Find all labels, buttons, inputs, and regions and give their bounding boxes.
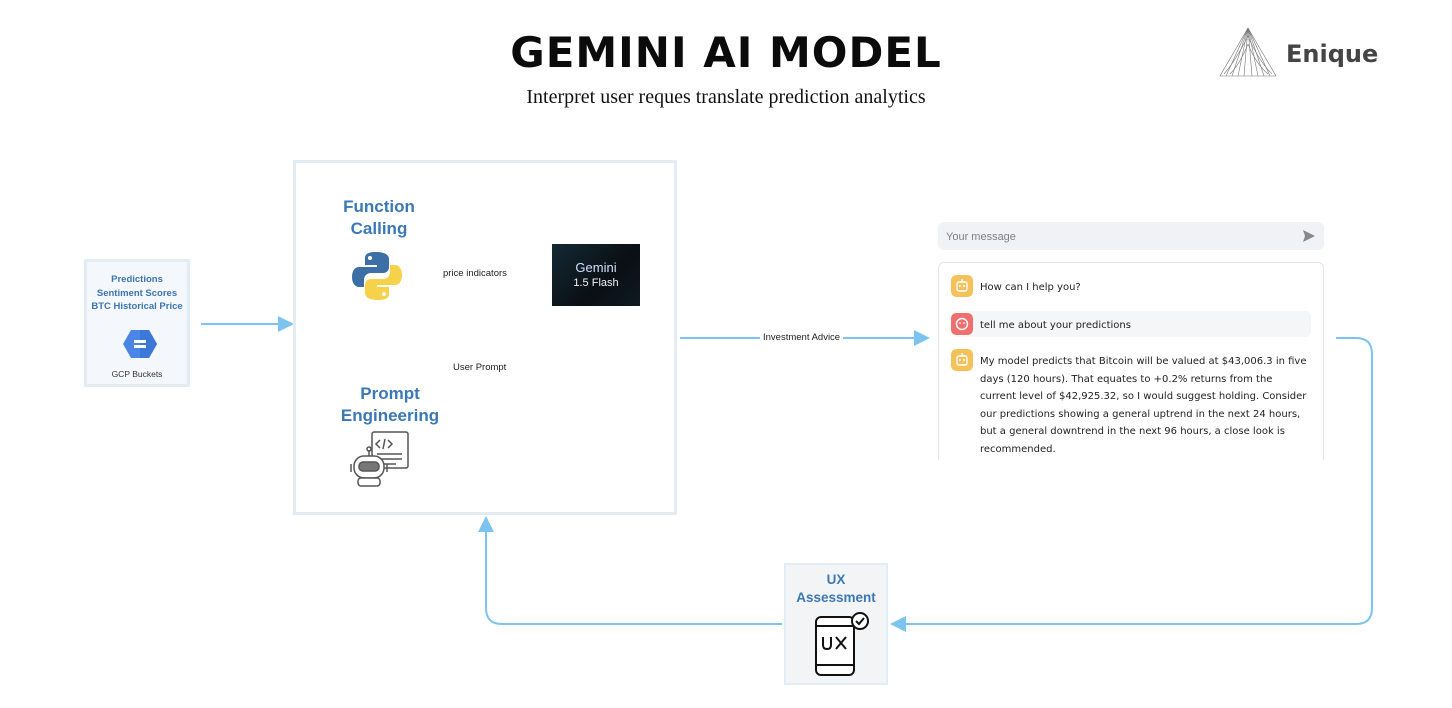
message-text: tell me about your predictions [980,320,1131,331]
enique-logo-icon [1219,27,1277,77]
message-text: My model predicts that Bitcoin will be v… [980,356,1307,455]
edge-label-investment-advice: Investment Advice [760,332,844,343]
data-source-box: Predictions Sentiment Scores BTC Histori… [84,259,190,387]
gemini-badge: Gemini 1.5 Flash [552,244,640,306]
source-sentiment: Sentiment Scores [96,288,178,299]
gcp-buckets-icon [123,330,157,358]
robot-code-icon [350,431,409,487]
arrow-chat-to-ux [890,337,1373,632]
arrow-ux-to-model [478,516,782,625]
ux-assessment-title: UX Assessment [796,572,876,605]
function-calling-title: Function Calling [343,197,415,238]
prompt-engineering-title: Prompt Engineering [340,384,440,425]
page-title: GEMINI AI MODEL [510,28,942,77]
source-btc-price: BTC Historical Price [91,301,183,312]
send-icon[interactable] [1302,229,1316,243]
user-avatar-icon [951,313,973,335]
chat-message-assistant: How can I help you? [951,275,1311,299]
chat-message-user: tell me about your predictions [951,311,1311,337]
gemini-version: 1.5 Flash [573,277,619,289]
brand-name: Enique [1286,40,1379,68]
python-logo-icon [352,252,402,300]
chat-panel: How can I help you? tell me about your p… [938,262,1324,460]
ux-assessment-box: UX Assessment [784,563,888,685]
gemini-name: Gemini [575,260,617,275]
message-text: How can I help you? [980,282,1081,293]
edge-label-price-indicators: price indicators [440,268,510,279]
bot-avatar-icon [951,275,973,297]
page-subtitle: Interpret user reques translate predicti… [526,86,926,108]
chat-input-bar [938,222,1324,250]
edge-label-user-prompt: User Prompt [450,362,510,373]
message-input[interactable] [944,226,1288,248]
chat-message-assistant: My model predicts that Bitcoin will be v… [951,349,1311,455]
gcp-buckets-label: GCP Buckets [111,369,163,379]
model-container [293,160,677,515]
ux-phone-icon [815,612,869,676]
bot-avatar-icon [951,349,973,371]
source-predictions: Predictions [111,274,163,285]
